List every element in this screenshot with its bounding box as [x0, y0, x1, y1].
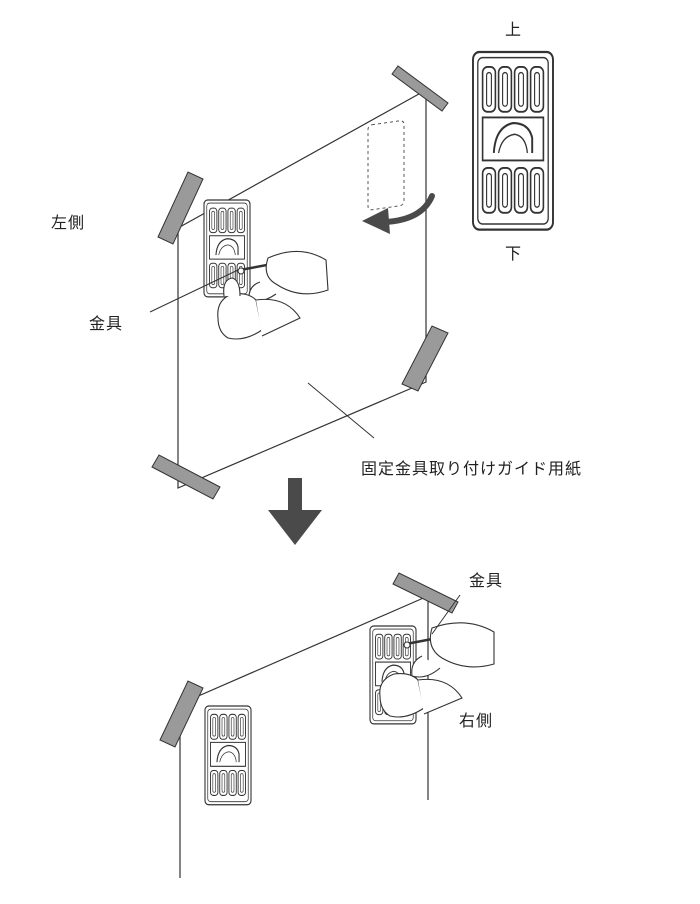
bracket-leader-line-2	[431, 594, 461, 635]
masking-tape-right	[401, 325, 449, 392]
label-bracket-2: 金具	[469, 571, 504, 590]
masking-tape-top-right	[391, 65, 449, 112]
rotate-arrow-icon	[362, 193, 435, 234]
label-bottom: 下	[505, 244, 523, 263]
hand-with-screwdriver-2	[379, 622, 495, 718]
label-right-side: 右側	[459, 711, 494, 730]
bracket-leader-line	[149, 269, 239, 313]
masking-tape-bottom-left	[151, 454, 221, 500]
label-top: 上	[505, 20, 523, 39]
masking-tape-top-right-2	[392, 572, 459, 614]
label-guide-paper: 固定金具取り付けガイド用紙	[361, 459, 583, 478]
guide-paper-leader-line	[307, 382, 375, 439]
guide-paper-sheet	[177, 88, 427, 489]
down-arrow-icon	[268, 478, 322, 545]
label-bracket: 金具	[89, 314, 124, 333]
label-left-side: 左側	[51, 213, 86, 232]
masking-tape-left-2	[159, 680, 204, 748]
large-bracket-illustration	[471, 50, 555, 231]
masking-tape-left	[157, 171, 204, 245]
dashed-bracket-outline	[367, 120, 405, 211]
hand-with-screwdriver	[217, 250, 329, 340]
left-bracket-installed	[204, 705, 252, 806]
